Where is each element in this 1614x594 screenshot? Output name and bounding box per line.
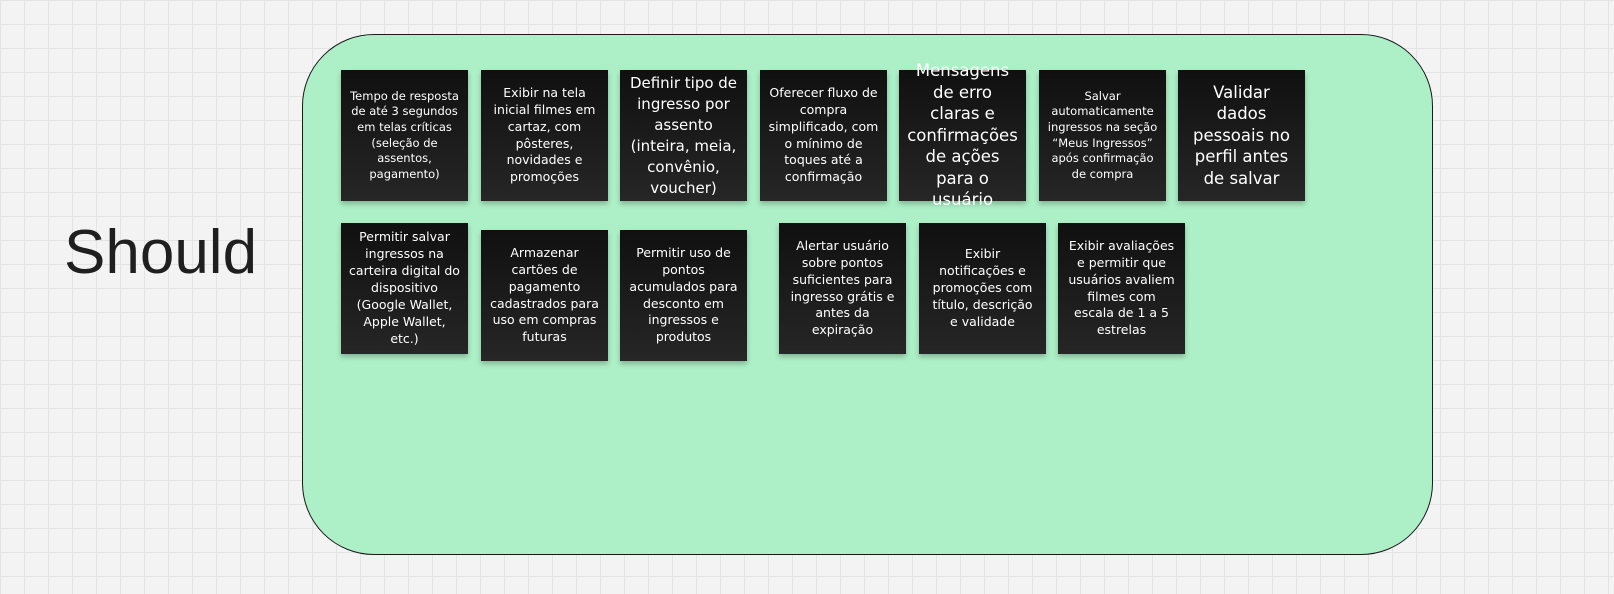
sticky-note[interactable]: Alertar usuário sobre pontos suficientes… (779, 223, 906, 354)
sticky-note[interactable]: Permitir salvar ingressos na carteira di… (341, 223, 468, 354)
sticky-note[interactable]: Oferecer fluxo de compra simplificado, c… (760, 70, 887, 201)
sticky-note[interactable]: Salvar automaticamente ingressos na seçã… (1039, 70, 1166, 201)
sticky-note[interactable]: Exibir notificações e promoções com títu… (919, 223, 1046, 354)
sticky-note[interactable]: Exibir na tela inicial filmes em cartaz,… (481, 70, 608, 201)
sticky-note[interactable]: Permitir uso de pontos acumulados para d… (620, 230, 747, 361)
sticky-note[interactable]: Tempo de resposta de até 3 segundos em t… (341, 70, 468, 201)
sticky-note[interactable]: Validar dados pessoais no perfil antes d… (1178, 70, 1305, 201)
sticky-note[interactable]: Exibir avaliações e permitir que usuário… (1058, 223, 1185, 354)
sticky-note[interactable]: Definir tipo de ingresso por assento (in… (620, 70, 747, 201)
sticky-note[interactable]: Armazenar cartões de pagamento cadastrad… (481, 230, 608, 361)
frame-title: Should (64, 218, 258, 287)
sticky-note[interactable]: Mensagens de erro claras e confirmações … (899, 61, 1026, 209)
